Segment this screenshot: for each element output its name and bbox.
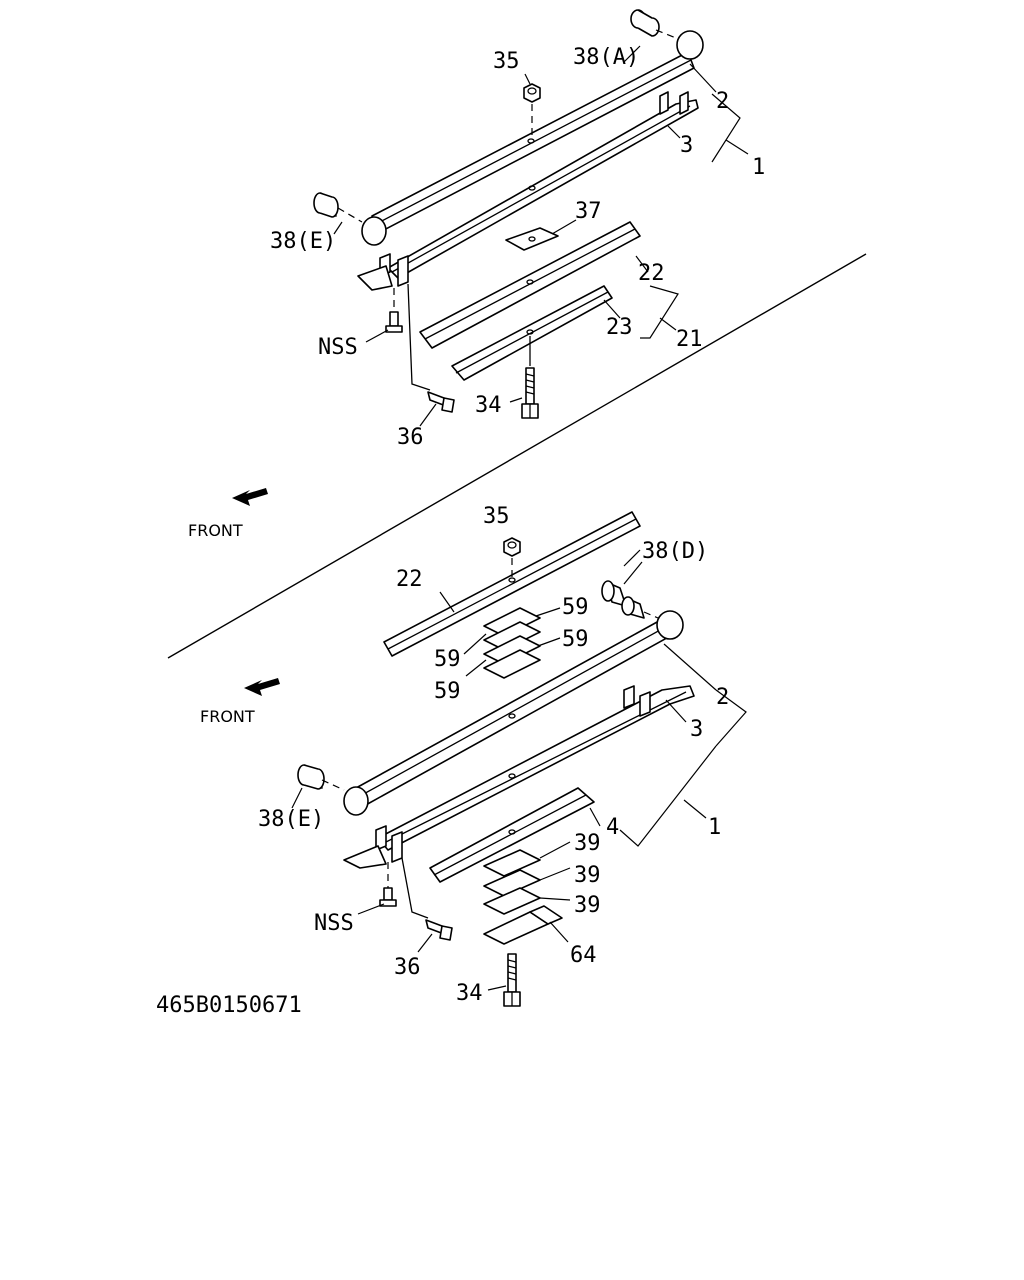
lower-center-bolt [503,953,521,1007]
lower-label-main-leaf: 2 [716,685,729,710]
lower-main-leaf [343,610,684,816]
upper-label-nut: 35 [493,49,520,74]
lower-shim-stack [483,607,541,679]
upper-second-leaf [357,91,699,291]
upper-label-helper-assembly: 21 [676,327,703,352]
lower-label-nss: NSS [314,911,354,936]
upper-front-arrow-icon [232,488,268,506]
upper-label-bush-e: 38(E) [270,229,336,254]
upper-nss-bolt [385,288,403,333]
lower-label-clip-bolt: 36 [394,955,421,980]
upper-helper-leaf-22 [419,221,641,349]
lower-front-arrow-icon [244,678,280,696]
upper-label-helper-leaf-22: 22 [638,261,665,286]
lower-label-spacer-3: 39 [574,893,601,918]
lower-label-center-bolt: 34 [456,981,483,1006]
upper-label-second-leaf: 3 [680,133,693,158]
upper-bush-e [313,192,363,223]
lower-clip-bolt [401,857,453,941]
lower-label-spacer-1: 39 [574,831,601,856]
upper-front-label: FRONT [188,521,243,540]
lower-label-helper-leaf: 22 [396,567,423,592]
upper-label-clip-bolt: 36 [397,425,424,450]
upper-nut [523,83,541,136]
upper-label-bush-a: 38(A) [573,45,639,70]
lower-label-bush-e: 38(E) [258,807,324,832]
lower-label-shim-1: 59 [562,595,589,620]
upper-label-plate: 37 [575,199,602,224]
lower-nut [503,537,521,578]
lower-label-bush-d: 38(D) [642,539,708,564]
section-divider-line [167,253,867,659]
upper-label-helper-leaf-23: 23 [606,315,633,340]
upper-label-assembly: 1 [752,155,765,180]
lower-nss-bolt [379,862,397,907]
lower-label-second-leaf: 3 [690,717,703,742]
upper-clip-bolt [407,283,455,413]
upper-bush-a [630,9,677,39]
lower-bracket [483,905,563,945]
upper-center-bolt [521,336,539,419]
lower-helper-leaf-22 [383,511,641,657]
upper-plate [505,227,559,251]
upper-label-center-bolt: 34 [475,393,502,418]
lower-second-leaf [343,685,695,869]
upper-assembly [313,9,749,427]
lower-third-leaf [429,787,595,883]
upper-main-leaf [361,30,704,246]
drawing-code: 465B0150671 [156,993,302,1018]
lower-label-spacer-2: 39 [574,863,601,888]
lower-label-shim-3: 59 [434,647,461,672]
lower-bush-d [601,580,659,619]
lower-spacer-stack [483,849,541,915]
lower-assembly [291,511,747,1007]
lower-label-nut: 35 [483,504,510,529]
lower-label-assembly: 1 [708,815,721,840]
lower-front-label: FRONT [200,707,255,726]
upper-helper-leaf-23 [451,285,613,381]
lower-bush-e [297,764,345,791]
lower-label-shim-2: 59 [562,627,589,652]
upper-label-main-leaf: 2 [716,89,729,114]
lower-label-third-leaf: 4 [606,815,619,840]
lower-label-shim-4: 59 [434,679,461,704]
lower-label-bracket: 64 [570,943,597,968]
upper-label-nss: NSS [318,335,358,360]
